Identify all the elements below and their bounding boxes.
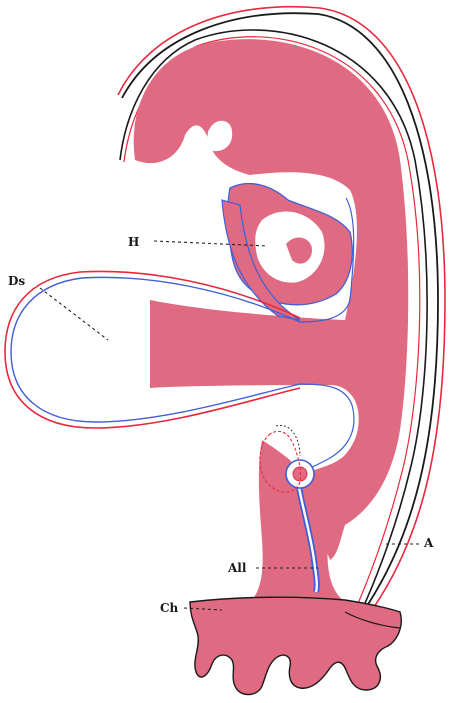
label-a: A — [423, 536, 434, 550]
label-ds: Ds — [8, 274, 25, 288]
leader-ds — [40, 288, 108, 340]
label-h: H — [128, 235, 139, 249]
chorion — [190, 597, 401, 694]
tail-dashed-outline-2 — [276, 425, 300, 456]
label-ch: Ch — [160, 601, 179, 615]
label-all: All — [227, 561, 247, 575]
